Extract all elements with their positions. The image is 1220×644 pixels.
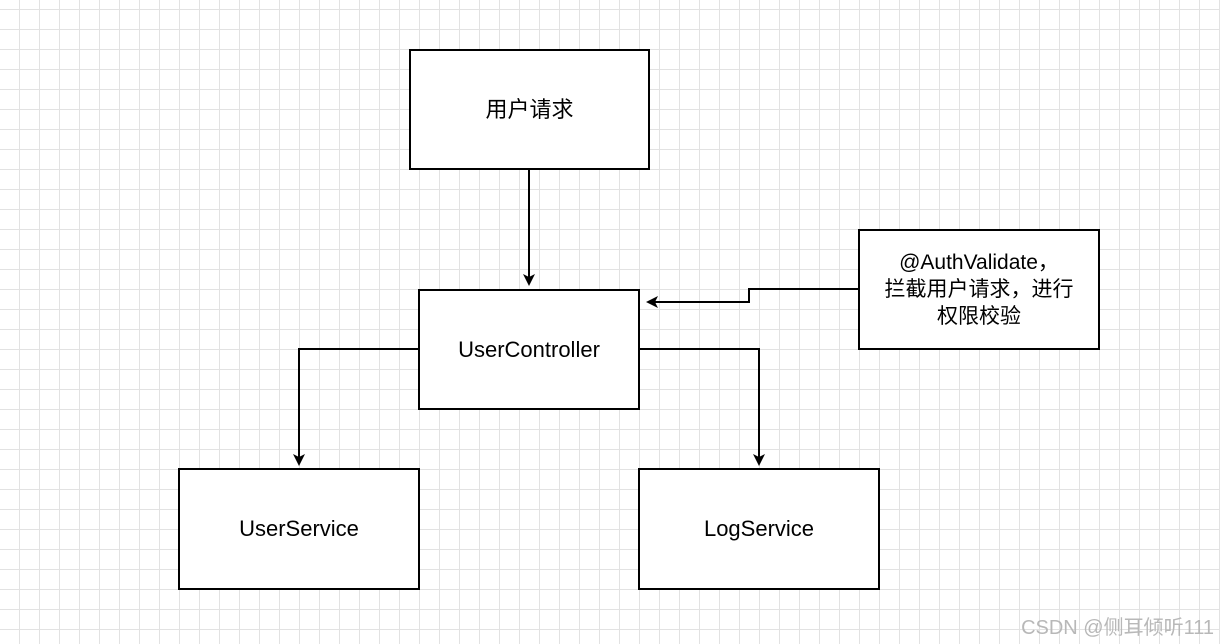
user-service-node-label: UserService [239, 516, 359, 542]
edge-controller-to-log-service [639, 348, 765, 466]
log-service-node[interactable]: LogService [638, 468, 880, 590]
request-node-label: 用户请求 [485, 96, 574, 122]
watermark-text: CSDN @侧耳倾听111 [1021, 617, 1214, 639]
request-node[interactable]: 用户请求 [409, 49, 650, 170]
user-service-node[interactable]: UserService [178, 468, 420, 590]
user-controller-node[interactable]: UserController [418, 289, 640, 410]
user-controller-node-label: UserController [458, 336, 600, 362]
auth-annotation-note[interactable]: @AuthValidate， 拦截用户请求，进行 权限校验 [858, 229, 1100, 350]
annotation-line-3: 权限校验 [937, 305, 1021, 329]
edge-controller-to-user-service [293, 348, 419, 466]
edge-annotation-to-controller [646, 288, 859, 308]
annotation-line-1: @AuthValidate， [899, 250, 1059, 274]
log-service-node-label: LogService [703, 516, 815, 542]
annotation-line-2: 拦截用户请求，进行 [884, 277, 1074, 301]
